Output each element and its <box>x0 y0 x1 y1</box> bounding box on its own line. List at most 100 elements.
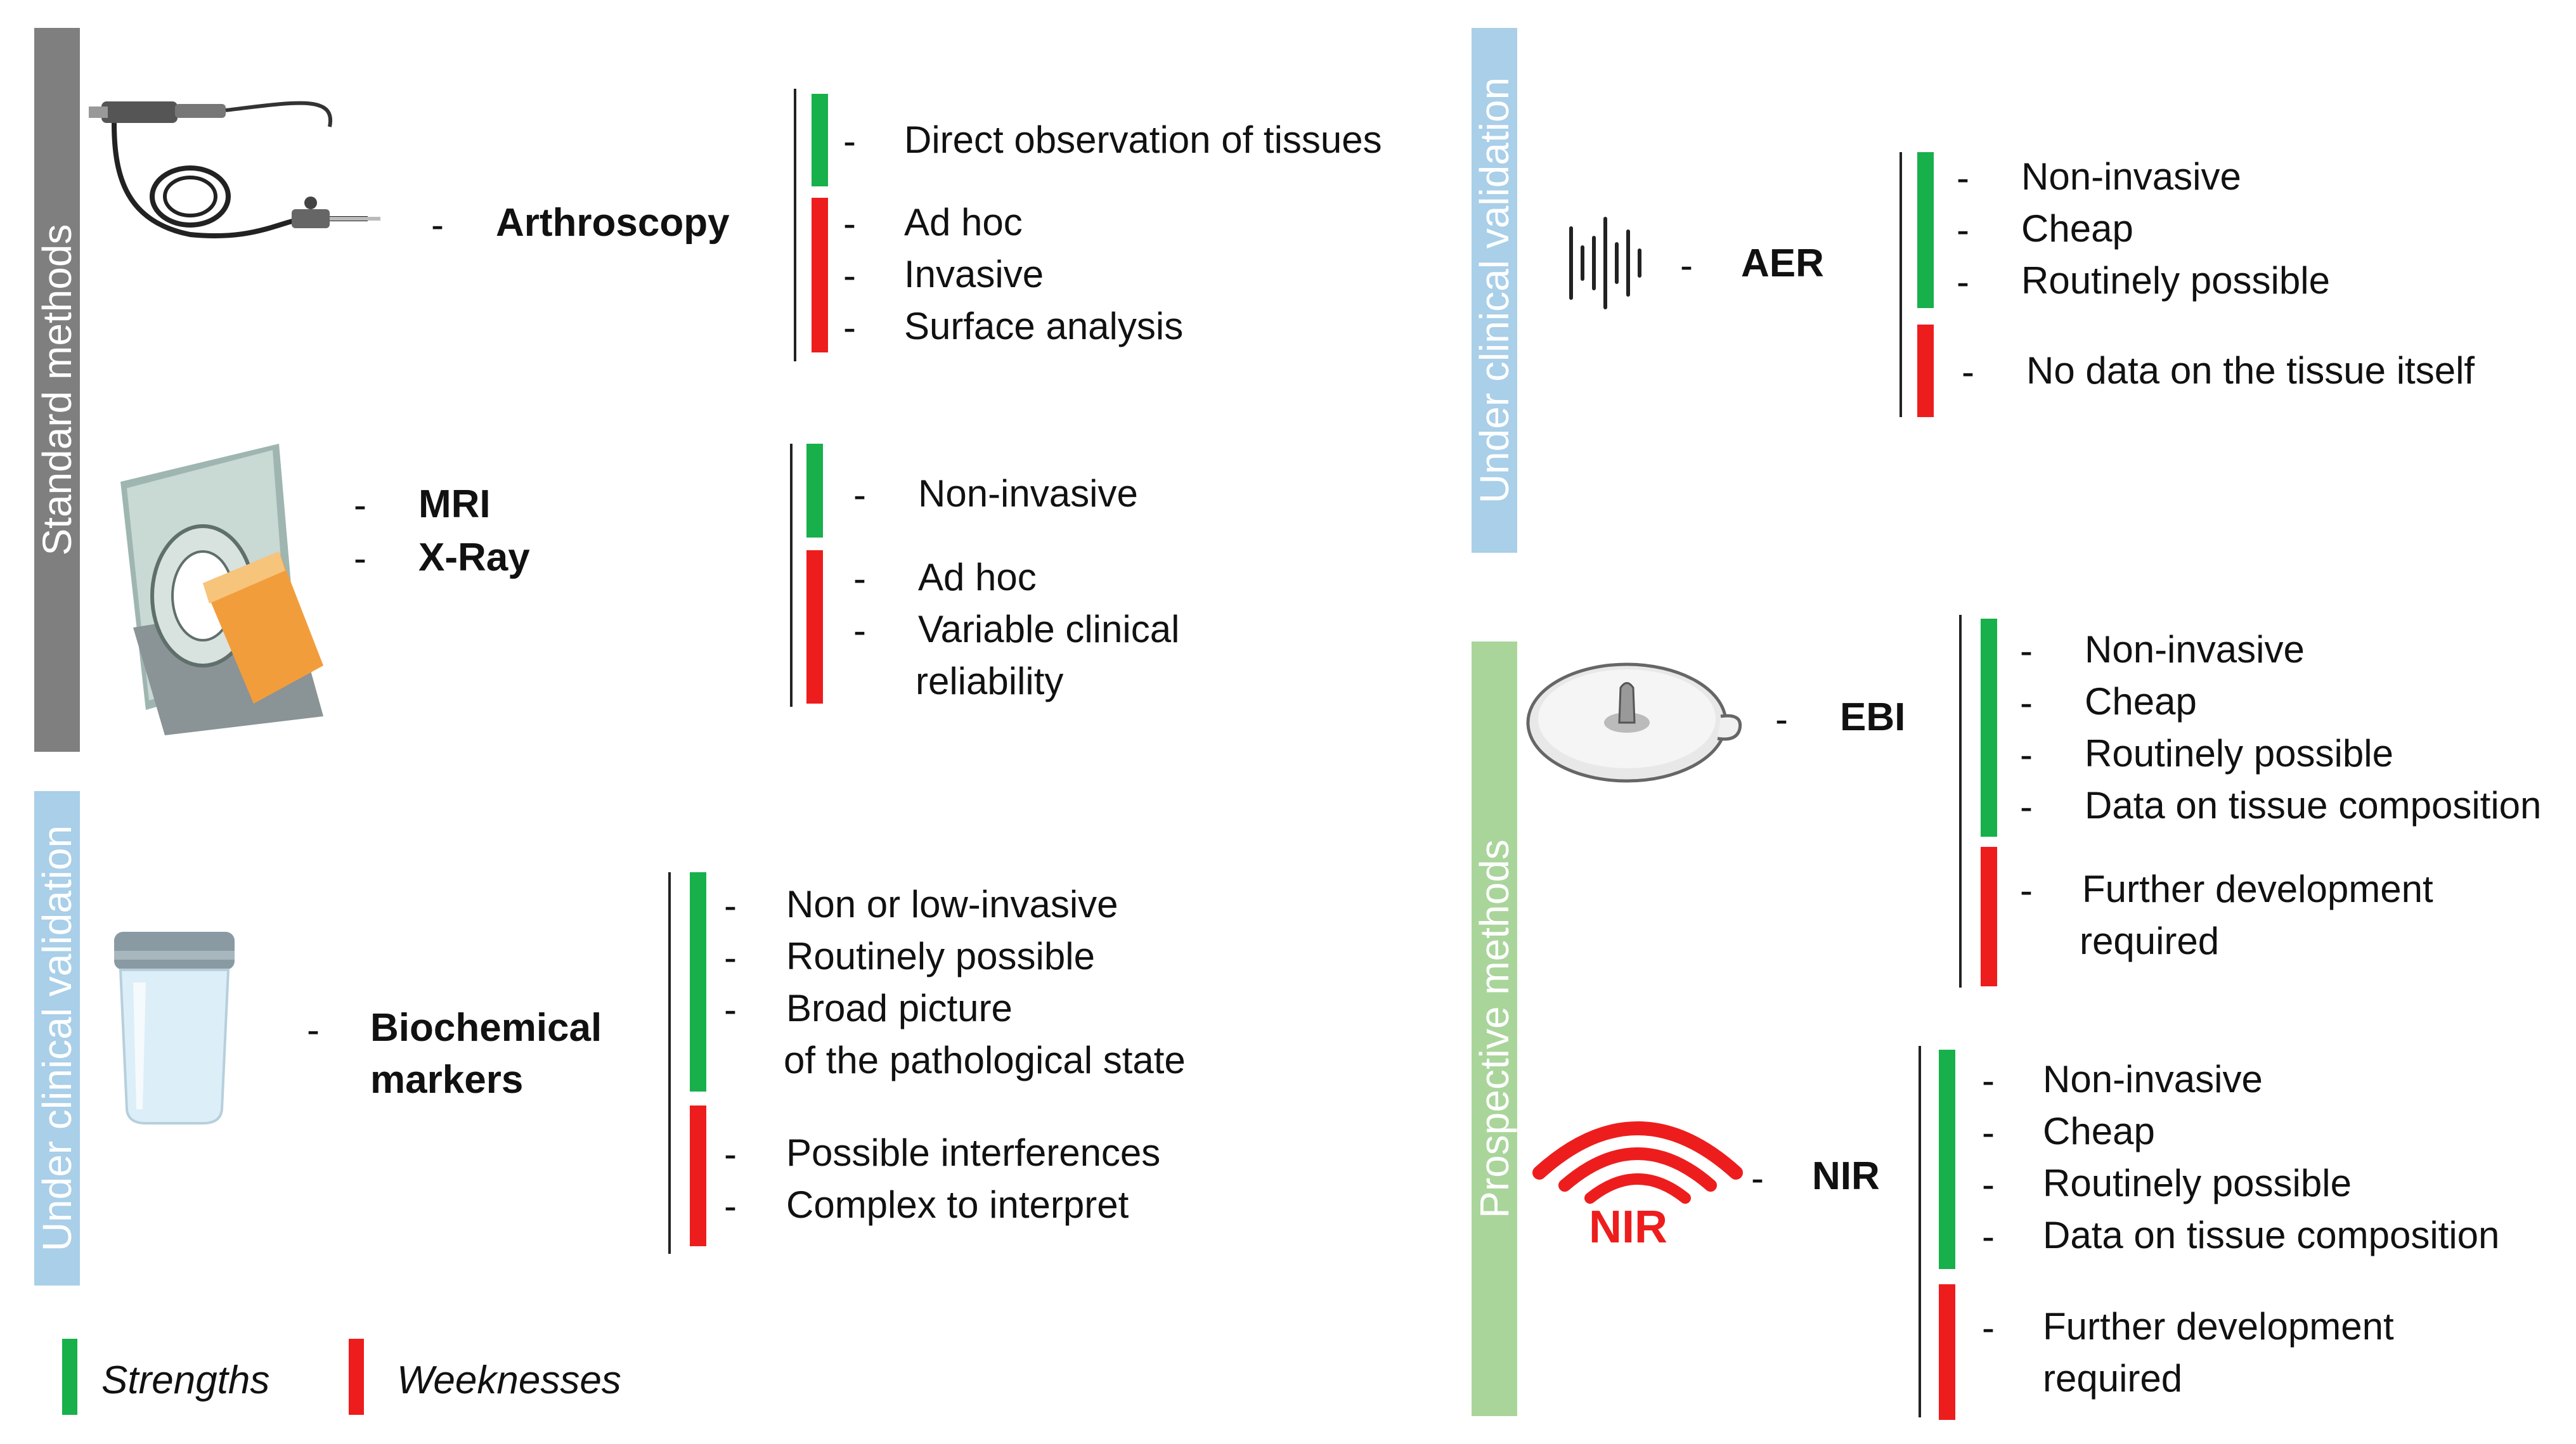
dash: - <box>853 474 866 516</box>
dash: - <box>724 936 737 979</box>
dash: - <box>843 254 856 297</box>
nir-weakness-1: required <box>2043 1357 2183 1400</box>
aer-label: AER <box>1741 242 1824 285</box>
electrode-icon <box>1526 662 1742 783</box>
prospective-methods-label: Prospective methods <box>1472 839 1517 1218</box>
aer-dash: - <box>1680 244 1693 287</box>
nir-wave-icon: NIR <box>1532 1121 1743 1253</box>
under-validation-band-left: Under clinical validation <box>34 791 80 1286</box>
aer-strength-1: Cheap <box>2021 207 2133 250</box>
under-validation-band-right: Under clinical validation <box>1472 28 1517 553</box>
arthroscopy-weakness-bar <box>812 198 828 352</box>
biochem-strength-0: Non or low-invasive <box>786 883 1118 925</box>
nir-strength-2: Routinely possible <box>2043 1162 2352 1204</box>
arthroscopy-weakness-2: Surface analysis <box>904 305 1184 347</box>
sample-jar-icon <box>114 932 235 1125</box>
nir-label: NIR <box>1812 1154 1880 1198</box>
dash: - <box>843 202 856 245</box>
mri-dash: - <box>354 484 366 526</box>
biochem-weakness-1: Complex to interpret <box>786 1183 1129 1226</box>
biochem-label-1: Biochemical <box>370 1006 602 1050</box>
arthroscopy-strength-bar <box>812 94 828 186</box>
nir-divider <box>1919 1046 1921 1417</box>
arthroscopy-weakness-0: Ad hoc <box>904 201 1023 243</box>
dash: - <box>843 120 856 162</box>
mri-weakness-1: Variable clinical <box>918 608 1180 650</box>
aer-weakness-bar <box>1917 325 1934 417</box>
biochem-strength-3: of the pathological state <box>784 1039 1186 1081</box>
dash: - <box>1962 351 1974 393</box>
dash: - <box>1957 157 1969 199</box>
standard-methods-band: Standard methods <box>34 28 80 752</box>
legend-weakness-swatch <box>349 1339 364 1415</box>
arthroscopy-strength-0: Direct observation of tissues <box>904 119 1382 161</box>
mri-weakness-0: Ad hoc <box>918 556 1037 598</box>
ebi-label: EBI <box>1840 695 1906 739</box>
under-validation-label-right: Under clinical validation <box>1472 77 1517 504</box>
dash: - <box>2020 733 2033 776</box>
prospective-methods-band: Prospective methods <box>1472 641 1517 1416</box>
aer-strength-bar <box>1917 152 1934 308</box>
mri-weakness-bar <box>806 550 823 704</box>
aer-weakness-0: No data on the tissue itself <box>2026 349 2475 392</box>
sound-wave-icon <box>1569 217 1641 309</box>
ebi-weakness-bar <box>1981 847 1997 986</box>
mri-strength-0: Non-invasive <box>918 472 1138 515</box>
ebi-strength-bar <box>1981 619 1997 837</box>
biochem-strength-1: Routinely possible <box>786 935 1095 977</box>
aer-strength-0: Non-invasive <box>2021 155 2241 198</box>
dash: - <box>724 988 737 1031</box>
biochem-weakness-bar <box>690 1106 706 1246</box>
mri-weakness-2: reliability <box>916 660 1064 702</box>
mri-label: MRI <box>418 482 491 526</box>
mri-scanner-icon <box>120 444 323 735</box>
biochem-label-2: markers <box>370 1058 524 1102</box>
legend-strengths-label: Strengths <box>101 1358 270 1402</box>
biochem-dash: - <box>307 1009 320 1051</box>
dash: - <box>853 557 866 600</box>
biochem-strength-2: Broad picture <box>786 987 1013 1029</box>
aer-strength-2: Routinely possible <box>2021 259 2330 302</box>
dash: - <box>843 306 856 349</box>
legend-weaknesses-label: Weeknesses <box>397 1358 621 1402</box>
nir-strength-1: Cheap <box>2043 1110 2155 1152</box>
dash: - <box>2020 629 2033 672</box>
arthroscope-icon <box>89 101 380 239</box>
nir-strength-0: Non-invasive <box>2043 1058 2263 1100</box>
arthroscopy-dash: - <box>431 203 444 246</box>
dash: - <box>2020 785 2033 828</box>
arthroscopy-divider <box>794 89 796 361</box>
nir-dash: - <box>1751 1157 1764 1199</box>
dash: - <box>1957 261 1969 303</box>
dash: - <box>1957 209 1969 251</box>
ebi-weakness-0: Further development <box>2082 868 2433 910</box>
dash: - <box>1982 1215 1995 1258</box>
mri-divider <box>790 444 793 707</box>
nir-icon-text: NIR <box>1589 1202 1667 1253</box>
arthroscopy-weakness-1: Invasive <box>904 253 1044 295</box>
xray-label: X-Ray <box>418 536 530 579</box>
dash: - <box>1982 1111 1995 1154</box>
ebi-strength-1: Cheap <box>2085 680 2197 723</box>
ebi-dash: - <box>1775 698 1788 740</box>
mri-strength-bar <box>806 444 823 538</box>
dash: - <box>853 609 866 652</box>
nir-strength-3: Data on tissue composition <box>2043 1214 2500 1256</box>
biochem-weakness-0: Possible interferences <box>786 1131 1161 1174</box>
dash: - <box>2020 869 2033 912</box>
ebi-weakness-1: required <box>2080 920 2220 962</box>
legend-strength-swatch <box>62 1339 77 1415</box>
dash: - <box>1982 1306 1995 1349</box>
dash: - <box>2020 681 2033 724</box>
dash: - <box>724 1133 737 1175</box>
ebi-strength-2: Routinely possible <box>2085 732 2393 775</box>
xray-dash: - <box>354 537 366 579</box>
dash: - <box>1982 1163 1995 1206</box>
arthroscopy-label: Arthroscopy <box>496 201 730 245</box>
dash: - <box>1982 1059 1995 1102</box>
nir-weakness-0: Further development <box>2043 1305 2394 1348</box>
standard-methods-label: Standard methods <box>34 224 80 556</box>
biochem-strength-bar <box>690 872 706 1092</box>
ebi-strength-0: Non-invasive <box>2085 628 2305 671</box>
nir-weakness-bar <box>1939 1284 1955 1420</box>
